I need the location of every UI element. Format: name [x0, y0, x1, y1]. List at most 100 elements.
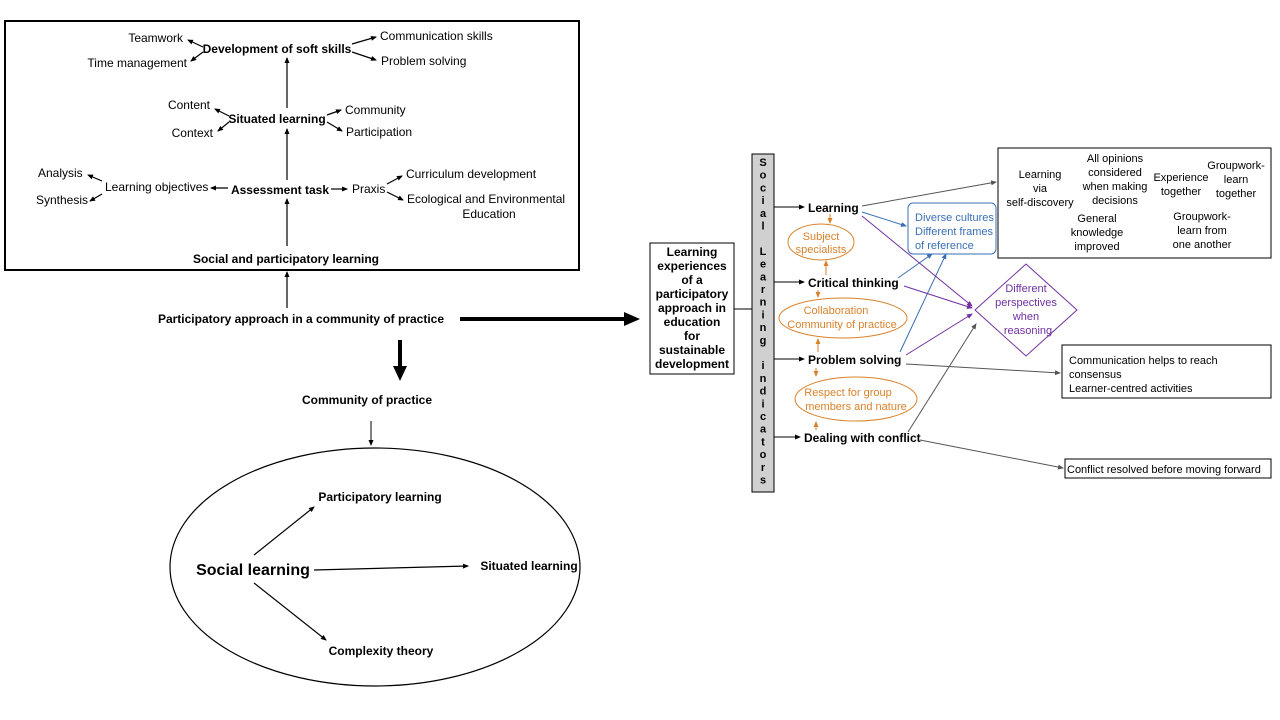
- arrow-objectives-analysis: [87, 174, 103, 182]
- bar-letter: L: [760, 246, 767, 258]
- context-node: Context: [172, 126, 214, 140]
- soft-skills-node: Development of soft skills: [203, 42, 352, 56]
- education-node: Education: [462, 207, 515, 221]
- problem-outcome-1: Communication helps to reach: [1069, 355, 1218, 367]
- problem-outcome-2: consensus: [1069, 369, 1122, 381]
- blue-arrow-learning: [861, 211, 907, 227]
- participation-node: Participation: [346, 125, 412, 139]
- collaboration-ellipse: [778, 297, 908, 339]
- arrow-situated-participation: [326, 121, 343, 132]
- bar-letter: a: [760, 271, 767, 283]
- outcome-opinions-3: when making: [1082, 181, 1148, 193]
- situated-learning-node: Situated learning: [228, 112, 325, 126]
- bar-letter: i: [761, 195, 764, 207]
- ecological-education-node: Ecological and Environmental: [407, 192, 565, 206]
- content-node: Content: [168, 98, 211, 112]
- gray-arrow-conflict-diamond: [907, 323, 977, 433]
- subject-specialists-line1: Subject: [803, 231, 840, 243]
- learning-experiences-box: [649, 242, 735, 375]
- respect-line2: members and nature: [805, 401, 907, 413]
- blue-arrow-critical: [897, 253, 933, 279]
- teamwork-node: Teamwork: [128, 31, 184, 45]
- bar-letter: i: [761, 398, 764, 410]
- problem-outcome-3: Learner-centred activities: [1069, 383, 1193, 395]
- diverse-cultures-line3: of reference: [915, 240, 974, 252]
- learning-outcomes-box: [997, 147, 1272, 259]
- svg-text:experiences: experiences: [657, 259, 727, 273]
- arrow-problem-to-outcomes: [905, 363, 1061, 376]
- indicator-critical-thinking: Critical thinking: [808, 276, 899, 290]
- social-learning-indicators-bar: [751, 153, 775, 493]
- indicator-dealing-conflict: Dealing with conflict: [804, 431, 921, 445]
- purple-arrow-learning: [861, 215, 973, 307]
- arrow-learning-to-outcomes: [861, 180, 997, 207]
- bar-letter: d: [760, 386, 767, 398]
- conflict-outcome-text: Conflict resolved before moving forward: [1067, 464, 1261, 476]
- outcome-experience-1: Experience: [1153, 172, 1208, 184]
- bar-letter: a: [760, 208, 767, 220]
- subject-specialists-line2: specialists: [796, 244, 847, 256]
- outcome-opinions-4: decisions: [1092, 195, 1138, 207]
- svg-text:Learning: Learning: [667, 245, 718, 259]
- diverse-cultures-line2: Different frames: [915, 226, 994, 238]
- learning-objectives-node: Learning objectives: [105, 180, 208, 194]
- participatory-learning-node: Participatory learning: [318, 490, 441, 504]
- diverse-cultures-box: [907, 202, 997, 255]
- collaboration-line2: Community of practice: [787, 319, 896, 331]
- curriculum-development-node: Curriculum development: [406, 167, 537, 181]
- svg-text:development: development: [655, 357, 729, 371]
- synthesis-node: Synthesis: [36, 193, 88, 207]
- bar-letter: i: [761, 309, 764, 321]
- arrow-praxis-ecological: [386, 191, 404, 201]
- problem-outcomes-box: [1061, 344, 1272, 399]
- social-learning-node: Social learning: [196, 562, 310, 579]
- diverse-cultures-line1: Diverse cultures: [915, 212, 994, 224]
- bar-letter: r: [761, 284, 766, 296]
- problem-solving-node: Problem solving: [381, 54, 466, 68]
- purple-arrow-problem: [905, 313, 973, 356]
- arrow-conflict-to-outcome: [919, 439, 1064, 470]
- svg-text:for: for: [684, 329, 700, 343]
- arrow-situated-context: [217, 121, 230, 132]
- outcome-knowledge-3: improved: [1074, 241, 1119, 253]
- perspectives-line3: when: [1012, 311, 1039, 323]
- bar-letter: n: [760, 297, 767, 309]
- arrow-situated-community: [326, 109, 342, 116]
- blue-arrow-problem: [899, 253, 947, 353]
- arrow-soft-problem: [351, 51, 377, 61]
- arrow-social-complexity: [253, 582, 327, 641]
- communication-skills-node: Communication skills: [380, 29, 493, 43]
- social-participatory-node: Social and participatory learning: [193, 252, 379, 266]
- bar-letter: r: [761, 462, 766, 474]
- outcome-groupwork-another-3: one another: [1173, 239, 1232, 251]
- purple-arrow-critical: [903, 285, 973, 309]
- outcome-groupwork-together-2: learn: [1224, 174, 1248, 186]
- time-management-node: Time management: [87, 56, 187, 70]
- collaboration-line1: Collaboration: [804, 305, 869, 317]
- svg-text:approach in: approach in: [658, 301, 726, 315]
- outcome-groupwork-together-1: Groupwork-: [1207, 160, 1265, 172]
- indicator-problem-solving: Problem solving: [808, 353, 901, 367]
- thick-arrowhead-right: [624, 312, 640, 326]
- perspectives-line1: Different: [1005, 283, 1046, 295]
- community-node: Community: [345, 103, 406, 117]
- respect-ellipse: [794, 376, 918, 422]
- learning-experiences-text: Learning experiences of a participatory …: [655, 245, 729, 371]
- bar-letter: i: [761, 360, 764, 372]
- bar-letter: n: [760, 322, 767, 334]
- bar-letter: S: [759, 157, 766, 169]
- bar-letter: o: [760, 170, 767, 182]
- praxis-node: Praxis: [352, 182, 385, 196]
- bar-letter: g: [760, 335, 767, 347]
- respect-line1: Respect for group: [804, 387, 891, 399]
- outcome-self-discovery-3: self-discovery: [1006, 197, 1074, 209]
- indicator-learning: Learning: [808, 201, 859, 215]
- bar-letter: n: [760, 373, 767, 385]
- svg-text:sustainable: sustainable: [659, 343, 725, 357]
- outcome-experience-2: together: [1161, 186, 1202, 198]
- participatory-approach-node: Participatory approach in a community of…: [158, 312, 444, 326]
- arrow-objectives-synthesis: [89, 193, 103, 202]
- arrow-social-participatory: [253, 506, 315, 556]
- conflict-outcome-box: [1064, 458, 1272, 479]
